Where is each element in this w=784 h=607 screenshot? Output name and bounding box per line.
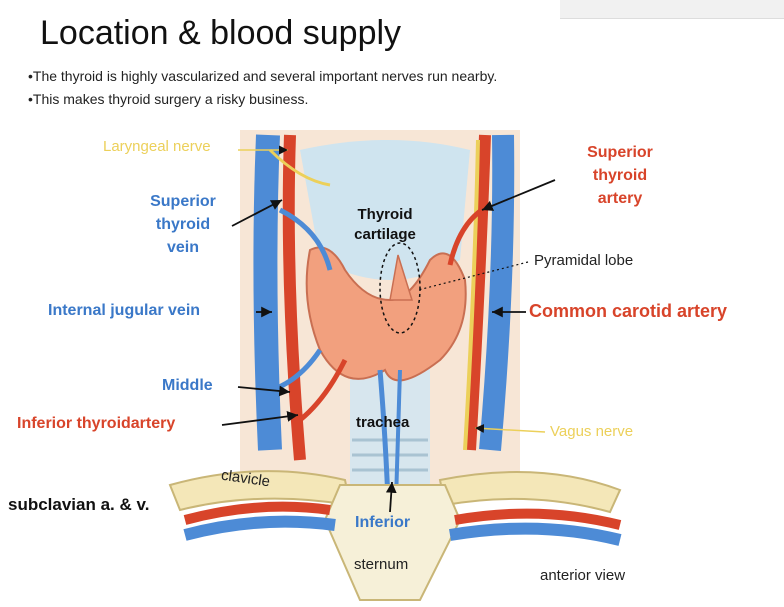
left-subclavian-artery xyxy=(183,501,331,525)
arrow-inferior xyxy=(385,481,397,513)
label-thyroid-cartilage: Thyroid cartilage xyxy=(340,205,430,245)
label-line: Superior xyxy=(587,144,653,161)
label-line: Superior xyxy=(150,193,216,210)
label-superior-thyroid-vein: Superior thyroid vein xyxy=(138,190,228,259)
label-subclavian: subclavian a. & v. xyxy=(8,495,150,514)
sternum-shape xyxy=(323,484,462,601)
arrow-vagus xyxy=(474,424,546,434)
label-line: artery xyxy=(597,190,643,207)
middle-thyroid-vein-shape xyxy=(271,348,323,393)
label-line: thyroid xyxy=(592,167,648,184)
label-line: cartilage xyxy=(354,226,416,243)
label-line: Thyroid xyxy=(357,206,413,223)
laryngeal-nerve-shape xyxy=(268,148,331,187)
label-trachea: trachea xyxy=(356,414,410,431)
bullet-vascularized: •The thyroid is highly vascularized and … xyxy=(28,68,498,84)
label-vagus-nerve: Vagus nerve xyxy=(550,423,634,440)
arrow-middle xyxy=(237,385,291,397)
pyramidal-lobe-circle xyxy=(379,242,421,334)
label-line: thyroid xyxy=(155,216,211,233)
label-laryngeal-nerve: Laryngeal nerve xyxy=(103,138,211,155)
label-line: vein xyxy=(166,239,199,256)
trachea-rings xyxy=(352,438,428,472)
label-superior-thyroid-artery: Superior thyroid artery xyxy=(565,141,675,210)
right-carotid-artery xyxy=(464,134,491,451)
label-middle: Middle xyxy=(162,377,213,394)
larynx-shape xyxy=(300,140,470,280)
bullet-risky-surgery: •This makes thyroid surgery a risky busi… xyxy=(28,91,309,107)
label-sternum: sternum xyxy=(354,556,409,573)
label-anterior-view: anterior view xyxy=(540,567,626,584)
label-internal-jugular-vein: Internal jugular vein xyxy=(48,302,201,319)
label-inferior: Inferior xyxy=(355,514,411,531)
right-clavicle xyxy=(438,471,622,514)
right-subclavian-vein xyxy=(449,522,622,546)
inferior-thyroid-artery-shape xyxy=(298,358,348,422)
window-toolbar xyxy=(560,0,784,19)
left-subclavian-vein xyxy=(183,515,336,541)
arrow-inf-thyroid-artery xyxy=(221,411,299,426)
arrow-sup-thyroid-vein xyxy=(231,199,283,227)
arrow-pyramidal xyxy=(417,261,529,291)
label-pyramidal-lobe: Pyramidal lobe xyxy=(534,252,634,269)
left-jugular-vein xyxy=(253,134,282,451)
slide-title: Location & blood supply xyxy=(40,14,402,52)
label-inferior-thyroid-artery: Inferior thyroidartery xyxy=(17,415,176,432)
label-common-carotid-artery: Common carotid artery xyxy=(529,301,728,321)
sup-thyroid-vein-shape xyxy=(278,207,333,271)
thyroid-gland xyxy=(305,246,467,382)
vagus-nerve-shape xyxy=(463,139,480,451)
pyramidal-lobe-shape xyxy=(389,254,414,301)
right-jugular-vein xyxy=(479,134,515,451)
arrow-sup-thyroid-artery xyxy=(481,179,556,211)
right-subclavian-artery xyxy=(454,508,622,530)
